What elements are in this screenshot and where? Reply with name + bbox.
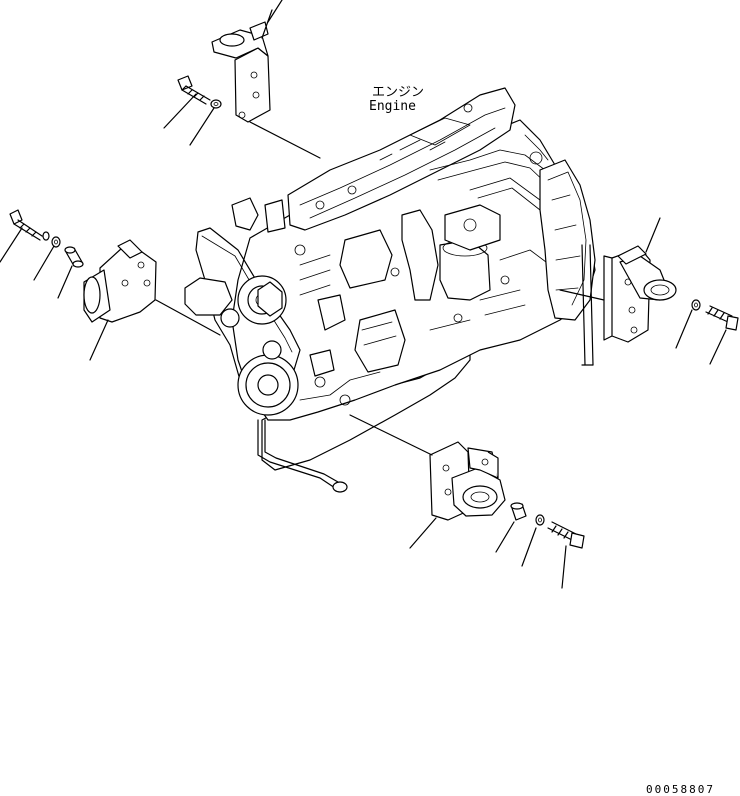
drawing-code: 00058807 bbox=[646, 783, 715, 796]
engine-label-en: Engine bbox=[369, 99, 416, 114]
engine-assembly bbox=[184, 87, 596, 493]
left-bracket-group bbox=[0, 209, 221, 361]
engine-label-jp: エンジン bbox=[372, 85, 424, 100]
flywheel-housing bbox=[539, 159, 596, 321]
drain-pipe bbox=[257, 419, 339, 489]
bottom-bracket-group bbox=[349, 414, 585, 589]
right-bracket-group bbox=[559, 217, 739, 365]
top-bracket-group bbox=[163, 0, 321, 159]
top-mount-bracket bbox=[234, 47, 271, 123]
dipstick-tube bbox=[581, 244, 594, 366]
